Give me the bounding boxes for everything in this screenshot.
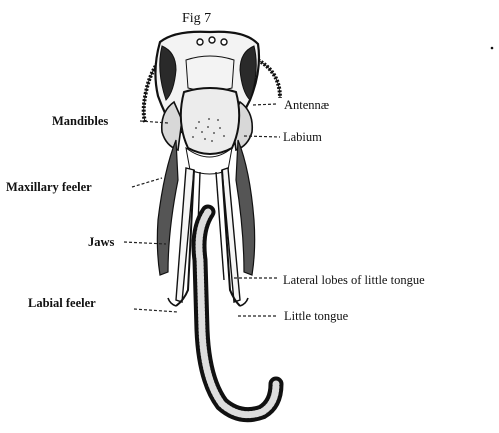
maxillary-feeler-right: [236, 140, 255, 275]
bee-head-drawing: [144, 32, 280, 415]
maxillary-feeler-left: [157, 140, 178, 275]
label-labium: Labium: [283, 130, 322, 144]
label-little-tongue: Little tongue: [284, 309, 349, 323]
label-maxillary-feeler: Maxillary feeler: [6, 180, 92, 194]
label-antennae: Antennæ: [284, 98, 329, 112]
little-tongue: [199, 212, 276, 415]
figure-title: Fig 7: [182, 11, 211, 26]
label-labial-feeler: Labial feeler: [28, 296, 96, 310]
label-lateral-lobes: Lateral lobes of little tongue: [283, 273, 425, 287]
stray-mark: [491, 47, 494, 50]
labium-plate: [181, 88, 239, 154]
label-mandibles: Mandibles: [52, 114, 108, 128]
label-jaws: Jaws: [88, 235, 115, 249]
